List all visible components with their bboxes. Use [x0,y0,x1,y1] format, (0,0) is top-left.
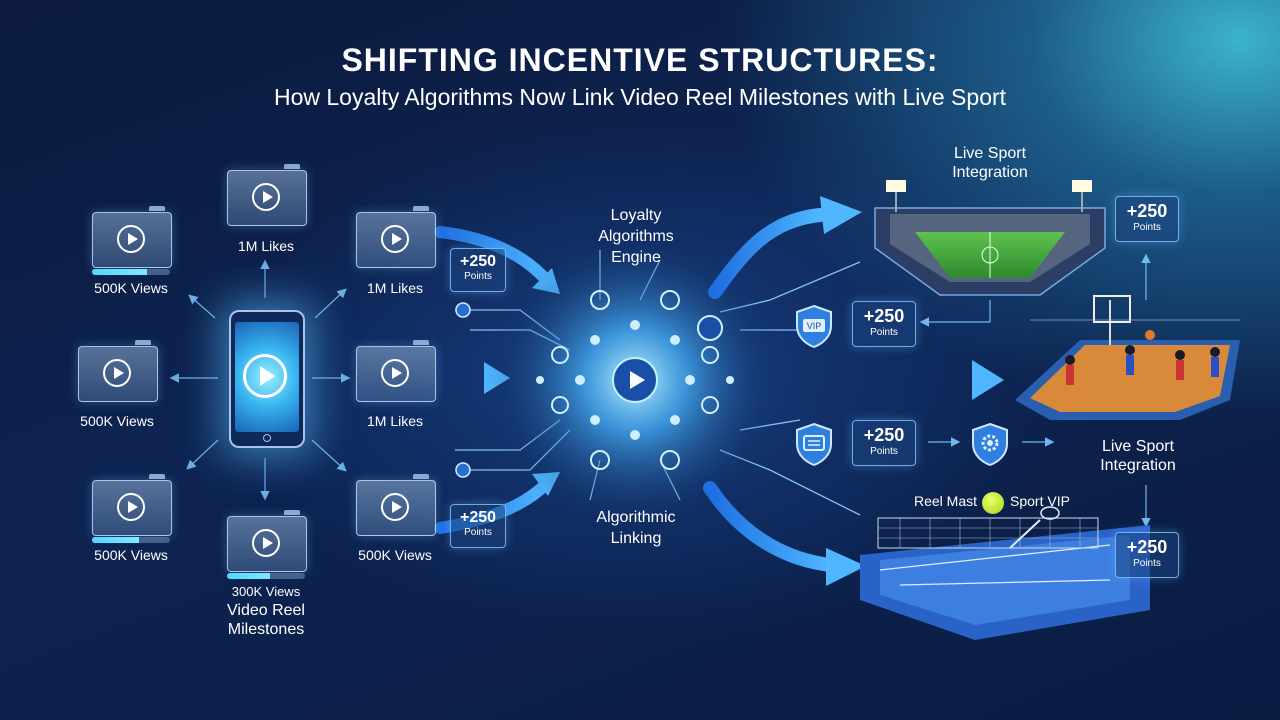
points-value: +250 [459,509,497,526]
progress-fill [227,573,270,579]
play-icon [252,529,280,557]
play-icon[interactable] [243,354,287,398]
progress-bar [92,269,170,275]
progress-bar [227,573,305,579]
points-unit: Points [1133,558,1161,569]
points-badge: +250 Points [852,420,916,466]
engine-play-icon [630,371,645,389]
tennis-label-right: Sport VIP [1010,493,1070,509]
points-badge: +250 Points [1115,532,1179,578]
reel-label: 500K Views [80,413,154,429]
play-icon [117,493,145,521]
smartphone [229,310,305,448]
live-sport-label-right: Live Sport Integration [1100,438,1176,474]
reel-thumbnail[interactable] [356,206,436,268]
play-icon [117,225,145,253]
points-unit: Points [464,271,492,282]
reel-thumbnail[interactable] [78,340,158,402]
vip-text: VIP [807,321,822,331]
linking-label: Algorithmic Linking [596,509,676,547]
page-subtitle: How Loyalty Algorithms Now Link Video Re… [273,84,1007,110]
basketball-court-illustration [1015,295,1240,420]
points-badge: +250 Points [450,248,506,292]
play-icon [252,183,280,211]
reel-label: 1M Likes [237,238,295,254]
tennis-label-left: Reel Mast [914,493,978,509]
vip-shield-icon: VIP [796,304,832,348]
engine-label: Loyalty Algorithms Engine [598,207,674,266]
points-value: +250 [459,253,497,270]
reel-label: 300K Views [231,584,301,599]
reel-label: 500K Views [358,547,432,563]
reel-thumbnail[interactable] [356,340,436,402]
milestones-label: Video Reel Milestones [227,602,305,638]
progress-fill [92,537,139,543]
engine-nodes [455,290,734,478]
ticket-shield-icon [796,422,832,466]
play-icon [381,359,409,387]
points-value: +250 [863,425,905,445]
live-sport-label-top: Live Sport Integration [952,145,1028,181]
reel-thumbnail[interactable] [227,510,307,572]
tennis-court-illustration [860,506,1150,640]
points-badge: +250 Points [852,301,916,347]
stadium-illustration [874,180,1106,296]
reel-label: 500K Views [94,547,168,563]
reel-label: 500K Views [94,280,168,296]
points-unit: Points [1133,222,1161,233]
points-badge: +250 Points [1115,196,1179,242]
progress-bar [92,537,170,543]
reel-label: 1M Likes [366,413,424,429]
reel-thumbnail[interactable] [92,474,172,536]
reel-label: 1M Likes [366,280,424,296]
reel-thumbnail[interactable] [356,474,436,536]
points-unit: Points [464,527,492,538]
points-value: +250 [863,306,905,326]
points-unit: Points [870,446,898,457]
progress-fill [92,269,147,275]
page-title: SHIFTING INCENTIVE STRUCTURES: [341,42,939,78]
points-badge: +250 Points [450,504,506,548]
points-value: +250 [1126,537,1168,557]
play-icon [103,359,131,387]
reel-thumbnail[interactable] [227,164,307,226]
reel-thumbnail[interactable] [92,206,172,268]
points-unit: Points [870,327,898,338]
tennis-ball-icon [982,492,1004,514]
play-icon [381,225,409,253]
gear-shield-icon [972,422,1008,466]
play-icon [381,493,409,521]
points-value: +250 [1126,201,1168,221]
